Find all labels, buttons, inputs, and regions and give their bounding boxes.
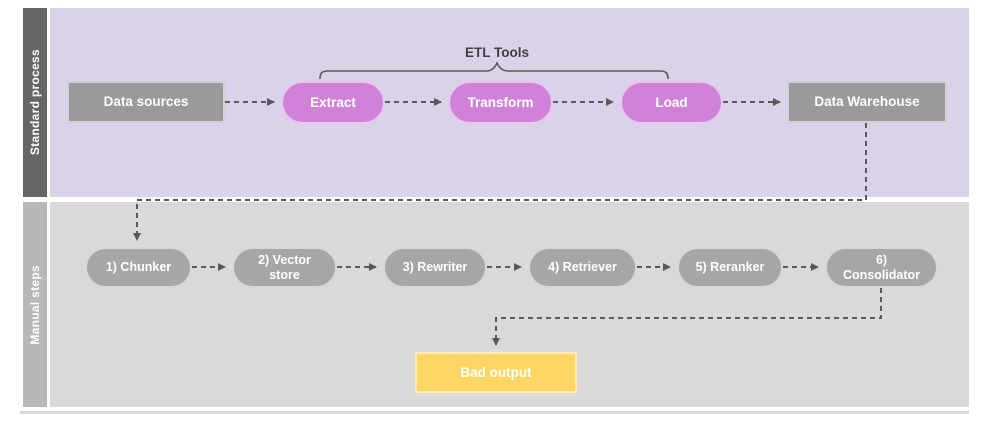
etl-tools-label: ETL Tools <box>465 45 529 60</box>
node-reranker: 5) Reranker <box>677 247 783 288</box>
node-extract: Extract <box>281 81 385 124</box>
node-data-warehouse: Data Warehouse <box>787 81 947 123</box>
swimlane-manual-steps-bar: Manual steps <box>23 202 47 407</box>
swimlane-standard-process-label: Standard process <box>28 49 42 156</box>
node-retriever: 4) Retriever <box>528 247 637 288</box>
node-transform: Transform <box>448 81 553 124</box>
node-rewriter: 3) Rewriter <box>383 247 487 288</box>
bottom-divider <box>20 411 969 414</box>
node-data-sources: Data sources <box>67 81 225 123</box>
swimlane-manual-steps-label: Manual steps <box>28 264 42 345</box>
node-load: Load <box>620 81 723 124</box>
node-vector-store: 2) Vector store <box>232 247 337 288</box>
swimlane-standard-process-bar: Standard process <box>23 8 47 197</box>
node-chunker: 1) Chunker <box>85 247 192 288</box>
node-consolidator: 6) Consolidator <box>825 247 938 288</box>
node-bad-output: Bad output <box>415 352 577 393</box>
